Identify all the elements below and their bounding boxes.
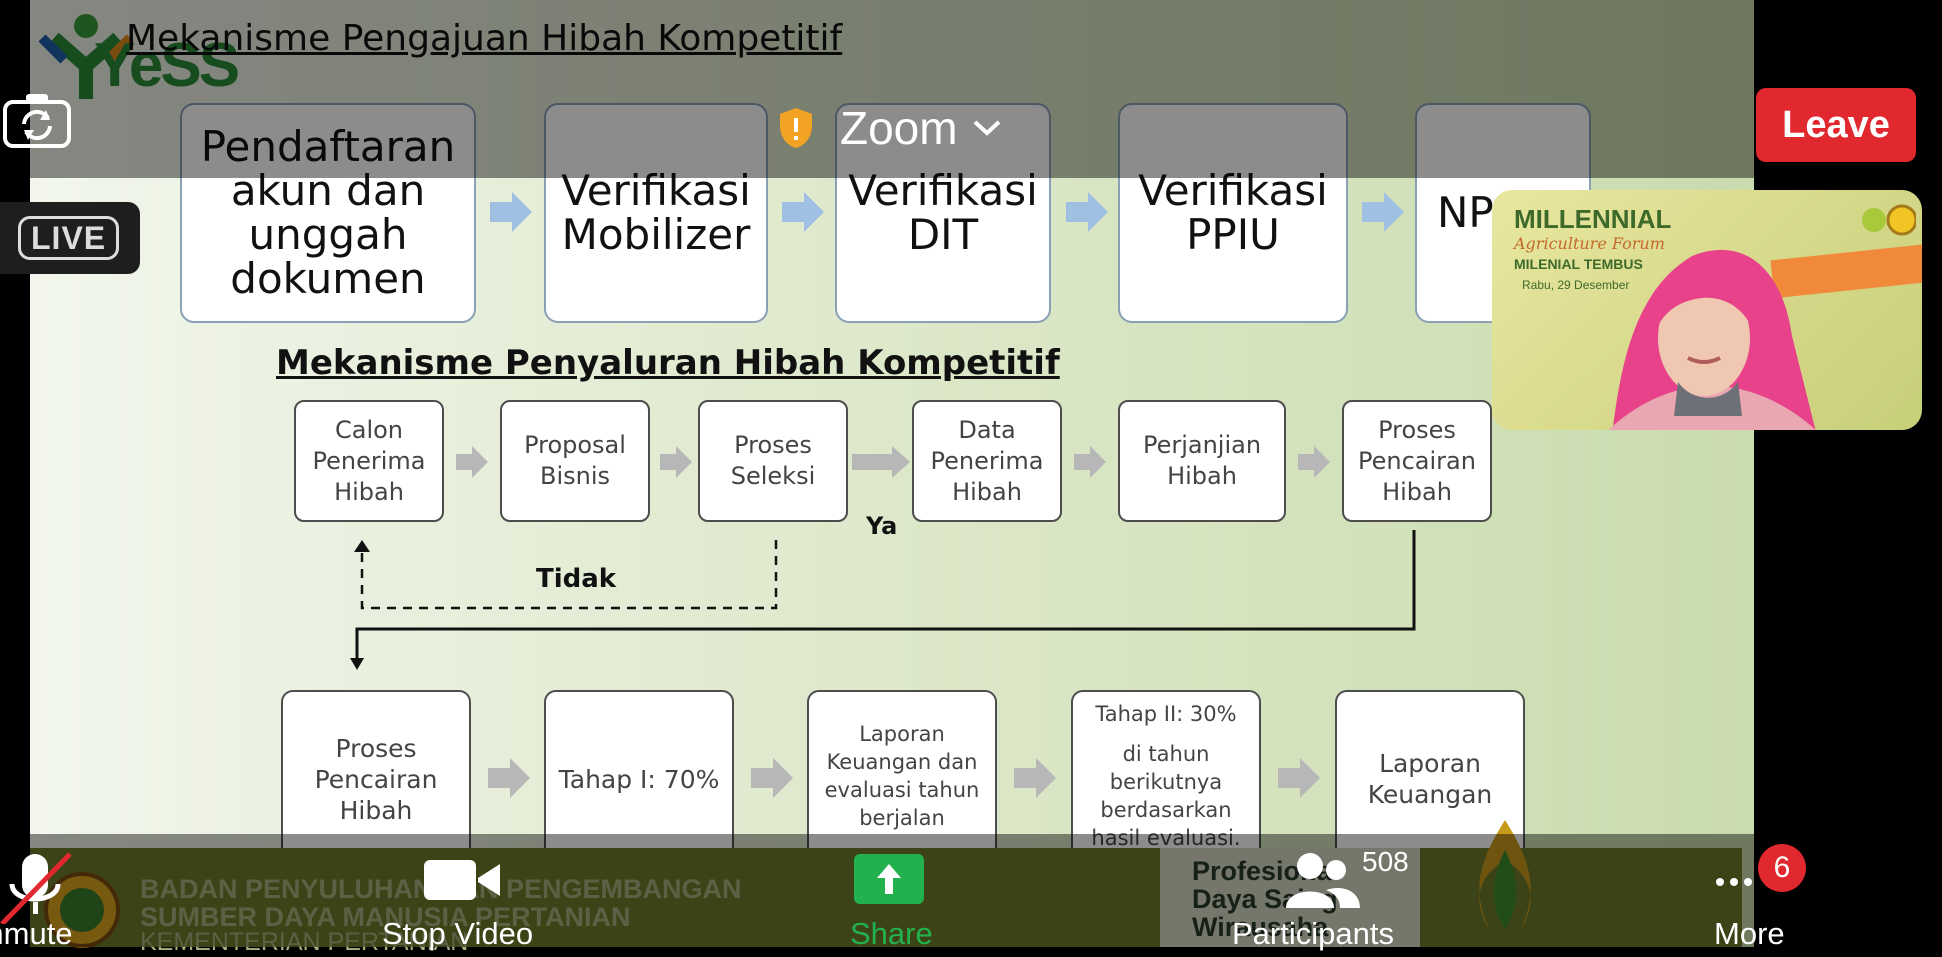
leave-button[interactable]: Leave: [1756, 88, 1916, 162]
more-badge-count: 6: [1773, 851, 1791, 884]
arrow-right-icon: [1298, 446, 1330, 478]
tile-subtitle: Agriculture Forum: [1514, 234, 1665, 253]
more-label: More: [1714, 916, 1785, 951]
top-step-box: Pendaftaran akun dan unggah dokumen: [180, 103, 476, 323]
participants-count: 508: [1362, 846, 1409, 877]
bottom-step-text: Laporan Keuangan dan evaluasi tahun berj…: [824, 722, 980, 830]
mid-step-box: Calon Penerima Hibah: [294, 400, 444, 522]
arrow-right-icon: [1066, 192, 1108, 232]
arrow-right-icon: [782, 192, 824, 232]
shared-slide: YeSS Mekanisme Pengajuan Hibah Kompetiti…: [30, 0, 1754, 947]
share-label: Share: [850, 916, 933, 951]
logo-wordmark: YeSS: [94, 31, 240, 100]
banner-line-2: SUMBER DAYA MANUSIA PERTANIAN: [140, 902, 631, 932]
logo-icon: [1862, 204, 1916, 236]
share-icon: [854, 854, 924, 904]
shield-icon: [780, 108, 812, 148]
unmute-label: Unmute: [0, 916, 73, 951]
slide-footer-banner: BADAN PENYULUHAN DAN PENGEMBANGAN SUMBER…: [30, 820, 1742, 956]
bottom-step-box: [1071, 690, 1261, 868]
microphone-muted-icon: [0, 852, 72, 924]
mid-step-box: Data Penerima Hibah: [912, 400, 1062, 522]
arrow-right-icon: [456, 446, 488, 478]
top-step-box: Verifikasi DIT: [835, 103, 1051, 323]
mid-step-box: Proses Pencairan Hibah: [1342, 400, 1492, 522]
yess-logo: YeSS: [34, 8, 240, 104]
ministry-seal-icon: [44, 872, 120, 948]
speaker-video-tile[interactable]: MILLENNIAL Agriculture Forum MILENIAL TE…: [1492, 190, 1922, 430]
live-badge: LIVE: [0, 202, 140, 274]
mid-step-box: Proses Seleksi: [698, 400, 848, 522]
meeting-top-bar: [0, 0, 1942, 178]
participants-button[interactable]: 508 Participants: [1228, 840, 1428, 951]
chevron-down-icon: [973, 120, 1000, 136]
meeting-bottom-bar: [0, 834, 1942, 947]
arrow-right-icon: [1362, 192, 1404, 232]
stop-video-button[interactable]: Stop Video: [380, 840, 560, 951]
yes-label: Ya: [866, 512, 898, 540]
flame-logo-icon: [1479, 820, 1531, 930]
arrow-right-icon: [751, 758, 793, 798]
switch-camera-icon[interactable]: [2, 90, 72, 150]
slide-title-top: Mekanisme Pengajuan Hibah Kompetitif: [126, 18, 843, 59]
no-label: Tidak: [536, 564, 617, 594]
more-button[interactable]: 6 More: [1700, 840, 1820, 951]
mid-step-box: Perjanjian Hibah: [1118, 400, 1286, 522]
participants-label: Participants: [1232, 916, 1394, 951]
bottom-step-box: [807, 690, 997, 868]
video-camera-icon: [424, 860, 500, 900]
stop-video-label: Stop Video: [382, 916, 534, 951]
arrow-right-icon: [1074, 446, 1106, 478]
bottom-step-text: Tahap II: 30%: [1095, 702, 1237, 726]
more-badge: 6: [1758, 844, 1806, 892]
top-step-box: Verifikasi Mobilizer: [544, 103, 768, 323]
banner-right-line: Wirausaha: [1192, 912, 1329, 942]
arrow-right-icon: [490, 192, 532, 232]
top-step-box: Verifikasi PPIU: [1118, 103, 1348, 323]
mid-step-box: Proposal Bisnis: [500, 400, 650, 522]
bottom-step-box: Laporan Keuangan: [1335, 690, 1525, 868]
share-button[interactable]: Share: [840, 840, 940, 951]
slide-title-mid: Mekanisme Penyaluran Hibah Kompetitif: [276, 343, 1060, 383]
speaker-avatar: [1608, 249, 1816, 430]
tile-title: MILLENNIAL: [1514, 204, 1672, 234]
unmute-button[interactable]: Unmute: [0, 840, 110, 951]
tile-line: MILENIAL TEMBUS: [1514, 256, 1643, 272]
bottom-step-box: Proses Pencairan Hibah: [281, 690, 471, 868]
bottom-step-text: di tahun berikutnya berdasarkan hasil ev…: [1091, 742, 1241, 850]
flow-connectors: [350, 530, 1416, 670]
more-dots-icon: [1716, 878, 1752, 886]
live-label: LIVE: [18, 216, 120, 260]
arrow-right-icon: [852, 446, 910, 478]
arrow-right-icon: [1014, 758, 1056, 798]
zoom-title[interactable]: Zoom: [776, 100, 1002, 156]
arrow-right-icon: [660, 446, 692, 478]
arrow-right-icon: [488, 758, 530, 798]
tile-date: Rabu, 29 Desember: [1522, 278, 1630, 292]
banner-right-box: Profesional Daya Saing Wirausaha: [1160, 848, 1420, 947]
participants-icon: [1286, 853, 1360, 908]
arrow-right-icon: [1278, 758, 1320, 798]
zoom-title-text: Zoom: [840, 102, 958, 154]
